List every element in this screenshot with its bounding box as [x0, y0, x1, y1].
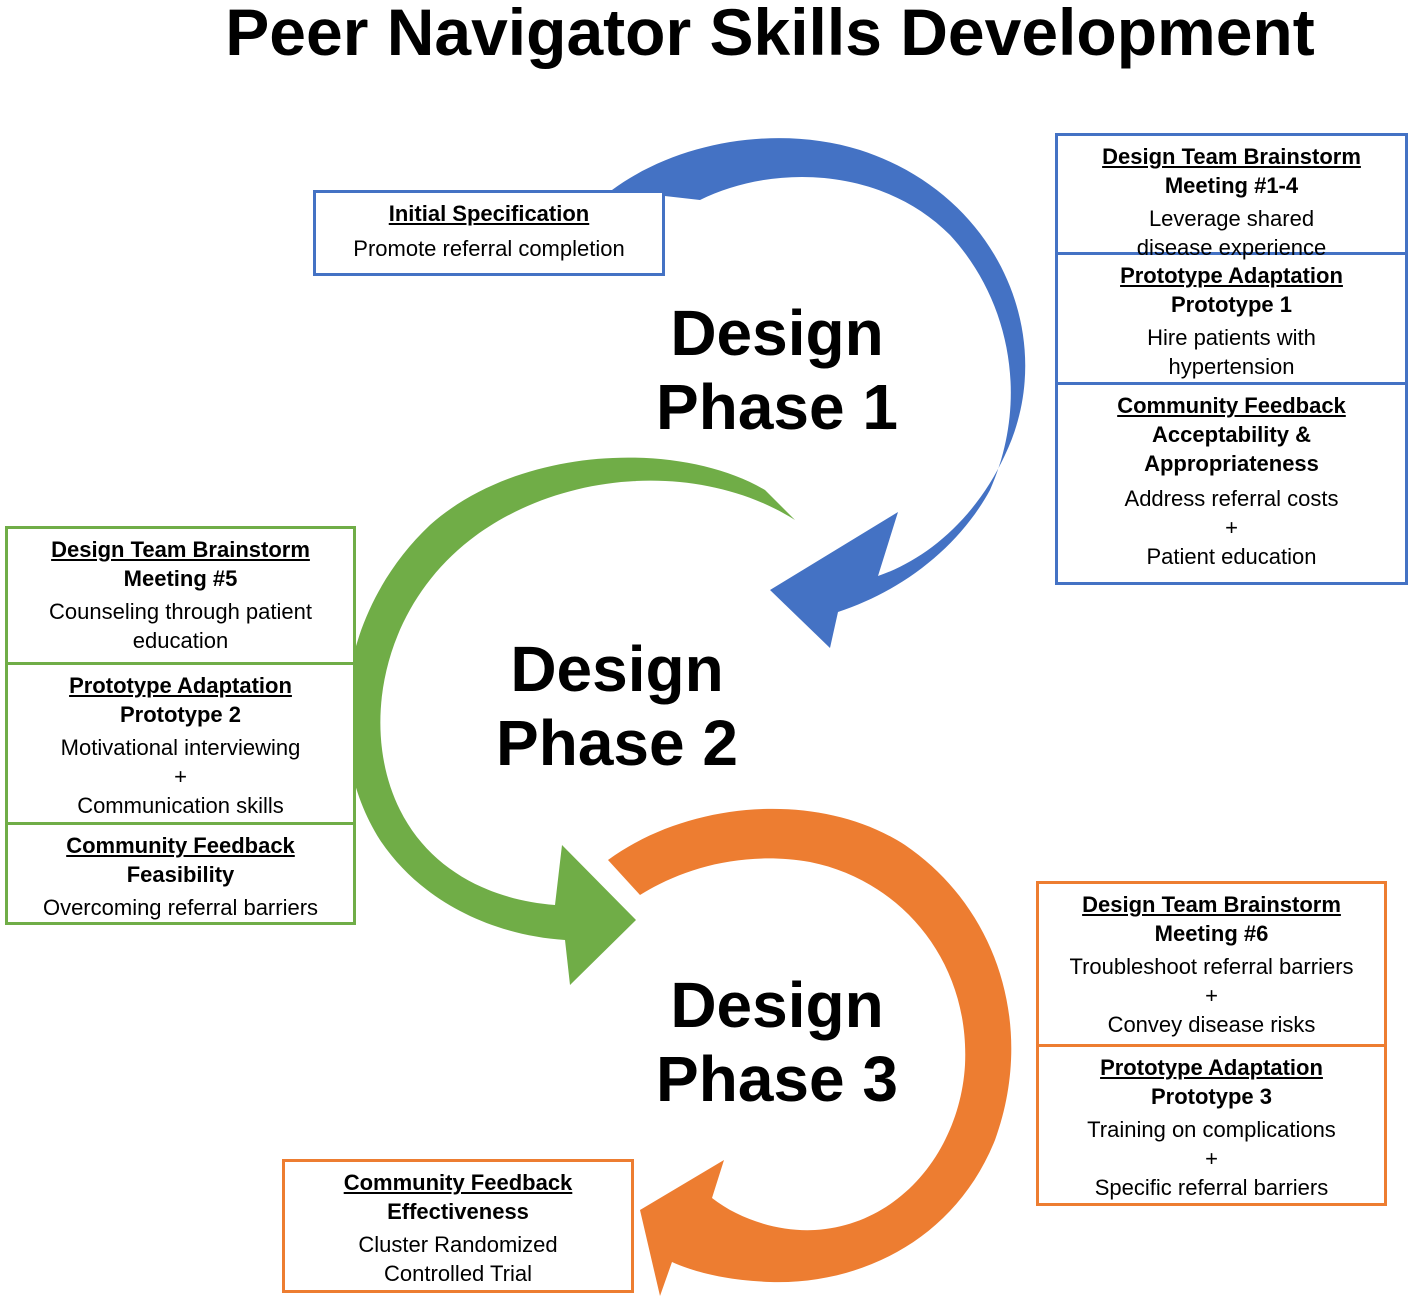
- phase1-feedback-text2: Patient education: [1146, 544, 1317, 569]
- phase2-feedback-section: Community Feedback Feasibility Overcomin…: [8, 822, 353, 926]
- phase3-brainstorm-heading: Design Team Brainstorm: [1082, 892, 1341, 917]
- phase1-prototype-sub: Prototype 1: [1170, 292, 1293, 317]
- phase1-feedback-heading: Community Feedback: [1117, 393, 1346, 418]
- phase2-brainstorm-sub: Meeting #5: [123, 566, 238, 591]
- phase2-prototype-plus: +: [174, 764, 187, 789]
- phase1-prototype-section: Prototype Adaptation Prototype 1 Hire pa…: [1058, 252, 1405, 382]
- phase2-prototype-sub: Prototype 2: [119, 702, 242, 727]
- phase3-brainstorm-section: Design Team Brainstorm Meeting #6 Troubl…: [1039, 884, 1384, 1044]
- phase1-details-box: Design Team Brainstorm Meeting #1-4 Leve…: [1055, 133, 1408, 585]
- phase2-prototype-text2: Communication skills: [77, 793, 284, 818]
- phase3-prototype-text2: Specific referral barriers: [1094, 1175, 1329, 1200]
- initial-heading: Initial Specification: [388, 201, 590, 226]
- phase1-brainstorm-sub: Meeting #1-4: [1164, 173, 1299, 198]
- phase1-feedback-text1: Address referral costs: [1124, 486, 1339, 511]
- phase2-brainstorm-heading: Design Team Brainstorm: [51, 537, 310, 562]
- phase1-prototype-text1: Hire patients with: [1147, 325, 1316, 350]
- final-feedback-text1: Cluster Randomized: [358, 1232, 558, 1257]
- phase1-brainstorm-text1: Leverage shared: [1148, 206, 1315, 231]
- phase3-label-line2: Phase 3: [656, 1043, 898, 1115]
- phase1-feedback-sub2: Appropriateness: [1144, 451, 1319, 476]
- phase2-brainstorm-text1: Counseling through patient: [49, 599, 312, 624]
- phase2-prototype-text1: Motivational interviewing: [60, 735, 301, 760]
- phase2-prototype-heading: Prototype Adaptation: [69, 673, 292, 698]
- phase2-brainstorm-text2: education: [132, 628, 229, 653]
- phase3-prototype-section: Prototype Adaptation Prototype 3 Trainin…: [1039, 1044, 1384, 1206]
- phase1-feedback-sub1: Acceptability &: [1152, 422, 1311, 447]
- phase3-details-box: Design Team Brainstorm Meeting #6 Troubl…: [1036, 881, 1387, 1206]
- phase1-brainstorm-text2: disease experience: [1136, 235, 1327, 260]
- phase2-label-line2: Phase 2: [496, 707, 738, 779]
- final-feedback-box: Community Feedback Effectiveness Cluster…: [282, 1159, 634, 1293]
- final-feedback-text2: Controlled Trial: [384, 1261, 532, 1286]
- phase1-label-line1: Design: [670, 297, 884, 369]
- phase2-arrow: [345, 457, 795, 985]
- diagram-title: Peer Navigator Skills Development: [225, 0, 1315, 69]
- phase2-brainstorm-section: Design Team Brainstorm Meeting #5 Counse…: [8, 529, 353, 662]
- phase3-arrow: [608, 808, 1012, 1296]
- initial-text: Promote referral completion: [353, 236, 625, 261]
- phase1-prototype-text2: hypertension: [1168, 354, 1295, 379]
- phase2-prototype-section: Prototype Adaptation Prototype 2 Motivat…: [8, 662, 353, 822]
- phase3-label-line1: Design: [670, 969, 884, 1041]
- final-feedback-heading: Community Feedback: [343, 1170, 573, 1195]
- phase1-brainstorm-heading: Design Team Brainstorm: [1102, 144, 1361, 169]
- phase1-brainstorm-section: Design Team Brainstorm Meeting #1-4 Leve…: [1058, 136, 1405, 260]
- phase2-label-line1: Design: [510, 633, 724, 705]
- phase1-feedback-plus: +: [1225, 515, 1238, 540]
- phase2-feedback-text1: Overcoming referral barriers: [42, 895, 319, 920]
- phase2-feedback-sub: Feasibility: [126, 862, 235, 887]
- phase3-prototype-plus: +: [1205, 1146, 1218, 1171]
- phase1-label: Design Phase 1: [617, 296, 937, 444]
- phase3-brainstorm-text1: Troubleshoot referral barriers: [1069, 954, 1354, 979]
- phase1-prototype-heading: Prototype Adaptation: [1120, 263, 1343, 288]
- phase3-brainstorm-plus: +: [1205, 983, 1218, 1008]
- phase3-prototype-heading: Prototype Adaptation: [1100, 1055, 1323, 1080]
- phase2-details-box: Design Team Brainstorm Meeting #5 Counse…: [5, 526, 356, 925]
- phase1-feedback-section: Community Feedback Acceptability & Appro…: [1058, 382, 1405, 575]
- phase3-label: Design Phase 3: [617, 968, 937, 1116]
- phase3-prototype-text1: Training on complications: [1087, 1117, 1336, 1142]
- initial-specification-box: Initial Specification Promote referral c…: [313, 190, 665, 276]
- phase3-brainstorm-text2: Convey disease risks: [1107, 1012, 1316, 1037]
- phase3-brainstorm-sub: Meeting #6: [1154, 921, 1269, 946]
- phase1-arrow: [612, 138, 1026, 648]
- phase1-label-line2: Phase 1: [656, 371, 898, 443]
- phase2-feedback-heading: Community Feedback: [66, 833, 295, 858]
- final-feedback-sub: Effectiveness: [387, 1199, 529, 1224]
- phase3-prototype-sub: Prototype 3: [1150, 1084, 1273, 1109]
- phase2-label: Design Phase 2: [457, 632, 777, 780]
